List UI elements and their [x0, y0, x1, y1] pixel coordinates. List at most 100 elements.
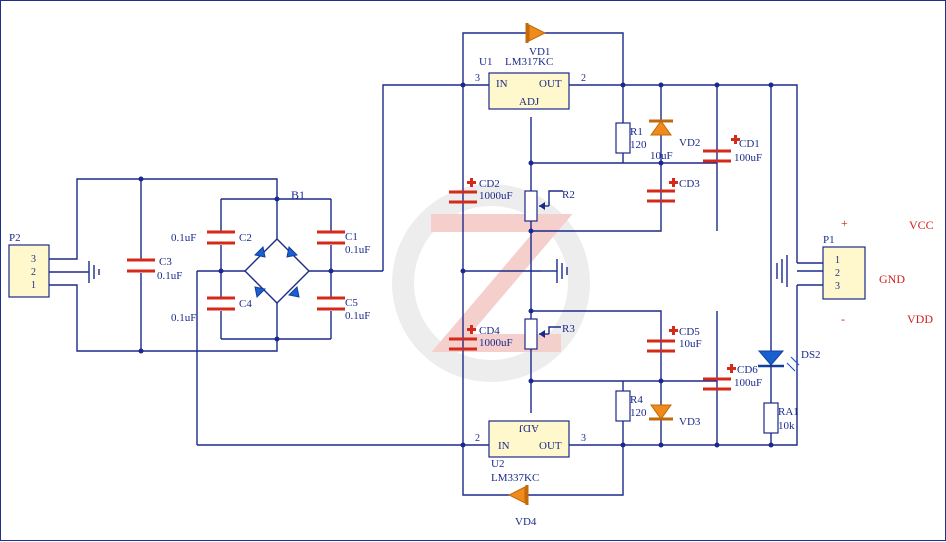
regulator-u2-in: IN	[498, 440, 510, 452]
regulator-u2-out: OUT	[539, 440, 562, 452]
capacitor-cd4: CD4 1000uF	[449, 325, 513, 351]
connector-p2: P2 3 2 1	[8, 232, 50, 298]
capacitor-cd5-value: 10uF	[679, 338, 702, 350]
capacitor-cd5: CD5 10uF	[647, 326, 702, 353]
regulator-u1-body	[488, 72, 570, 110]
regulator-u1-ref: U1	[479, 56, 492, 68]
wires-p2	[49, 178, 278, 352]
capacitor-c4: C4 0.1uF	[171, 296, 252, 324]
regulator-u2-ref: U2	[491, 458, 504, 470]
ground-symbol-center	[556, 259, 568, 283]
wire	[797, 262, 823, 286]
capacitor-cd6-ref: CD6	[737, 364, 758, 376]
regulator-u2-pin-in: 2	[475, 433, 480, 444]
regulator-u2: U2 LM337KC IN OUT ADJ 2 3	[475, 420, 586, 484]
connector-p2-pin: 1	[31, 280, 36, 291]
capacitor-c5-ref: C5	[345, 297, 358, 309]
potentiometer-r3: R3	[524, 318, 575, 350]
capacitor-c2: C2 0.1uF	[171, 230, 252, 245]
regulator-u1: U1 LM317KC IN OUT ADJ 3 2	[475, 56, 586, 110]
capacitor-cd3-ref: CD3	[679, 178, 700, 190]
capacitor-cd6-value: 100uF	[734, 377, 762, 389]
regulator-u1-pin-in: 3	[475, 73, 480, 84]
resistor-r1-value: 120	[630, 139, 647, 151]
connector-p1-pin: 2	[835, 268, 840, 279]
connector-p1-ref: P1	[823, 234, 835, 246]
diode-vd3-ref: VD3	[679, 416, 701, 428]
capacitor-cd1-ref: CD1	[739, 138, 760, 150]
connector-p2-pin: 2	[31, 267, 36, 278]
bridge-rectifier-b1: B1	[218, 188, 334, 342]
connector-p2-body	[8, 244, 50, 298]
led-ds2-ref: DS2	[801, 349, 821, 361]
regulator-u1-out: OUT	[539, 78, 562, 90]
capacitor-cd2: CD2 1000uF	[449, 178, 513, 204]
capacitor-cd1-value: 100uF	[734, 152, 762, 164]
bridge-wires	[196, 198, 383, 445]
capacitor-c4-ref: C4	[239, 298, 252, 310]
regulator-u2-adj: ADJ	[518, 422, 539, 434]
capacitor-c5: C5 0.1uF	[317, 296, 370, 322]
led-ds2: DS2	[757, 349, 821, 372]
regulator-u1-in: IN	[496, 78, 508, 90]
connector-p2-ref: P2	[9, 232, 21, 244]
resistor-ra1-value: 10k	[778, 420, 795, 432]
potentiometer-r3-ref: R3	[562, 323, 575, 335]
regulator-u2-part: LM337KC	[491, 472, 539, 484]
wire	[569, 84, 798, 263]
watermark-logo	[392, 184, 590, 382]
rail-minus-sign: -	[841, 312, 845, 326]
resistor-r4-ref: R4	[630, 394, 643, 406]
regulator-u2-body	[488, 420, 570, 458]
ground-symbol-right	[776, 255, 788, 287]
resistor-r1: R1 120	[615, 85, 647, 163]
capacitor-c2-value: 0.1uF	[171, 232, 196, 244]
potentiometer-r2-ref: R2	[562, 189, 575, 201]
connector-p1-body	[822, 246, 866, 300]
capacitor-cd5-ref: CD5	[679, 326, 700, 338]
regulator-u1-pin-out: 2	[581, 73, 586, 84]
potentiometer-r2: R2	[524, 189, 575, 222]
rail-vcc-label: VCC	[909, 218, 934, 232]
diode-vd4: VD4	[507, 485, 537, 528]
capacitor-c3-value: 0.1uF	[157, 270, 182, 282]
ground-symbol-left	[88, 261, 100, 283]
capacitor-cd2-value: 1000uF	[479, 190, 513, 202]
regulator-u2-pin-out: 3	[581, 433, 586, 444]
resistor-ra1-ref: RA1	[778, 406, 799, 418]
resistor-r4: R4 120	[615, 381, 647, 445]
connector-p1-pin: 3	[835, 281, 840, 292]
watermark-z	[431, 214, 573, 352]
diode-vd2: VD2 10uF	[649, 119, 700, 162]
capacitor-c3-ref: C3	[159, 256, 172, 268]
rail-plus-sign: +	[841, 216, 848, 230]
bridge-b1-ref: B1	[291, 188, 305, 202]
connector-p1-pin: 1	[835, 255, 840, 266]
rail-vdd-label: VDD	[907, 312, 933, 326]
capacitor-cd4-value: 1000uF	[479, 337, 513, 349]
capacitor-cd6: CD6 100uF	[703, 364, 762, 391]
capacitor-c2-ref: C2	[239, 232, 252, 244]
resistor-r1-ref: R1	[630, 126, 643, 138]
wire	[49, 178, 278, 260]
wire	[49, 284, 278, 352]
diode-vd4-ref: VD4	[515, 516, 537, 528]
regulator-u1-adj: ADJ	[519, 96, 540, 108]
rail-gnd-label: GND	[879, 272, 905, 286]
capacitor-c4-value: 0.1uF	[171, 312, 196, 324]
wire	[530, 117, 717, 382]
rail-labels: + VCC GND - VDD	[841, 216, 934, 326]
capacitor-cd4-ref: CD4	[479, 325, 500, 337]
watermark-ring	[392, 184, 590, 382]
diode-vd2-cap-value: 10uF	[650, 150, 673, 162]
capacitor-c5-value: 0.1uF	[345, 310, 370, 322]
capacitor-cd3: CD3	[647, 178, 700, 203]
diode-vd3: VD3	[649, 404, 701, 428]
connector-p1: P1 1 2 3	[822, 234, 866, 300]
regulator-u1-part: LM317KC	[505, 56, 553, 68]
capacitor-c1: C1 0.1uF	[317, 230, 370, 256]
capacitor-cd2-ref: CD2	[479, 178, 500, 190]
diode-vd2-ref: VD2	[679, 137, 700, 149]
